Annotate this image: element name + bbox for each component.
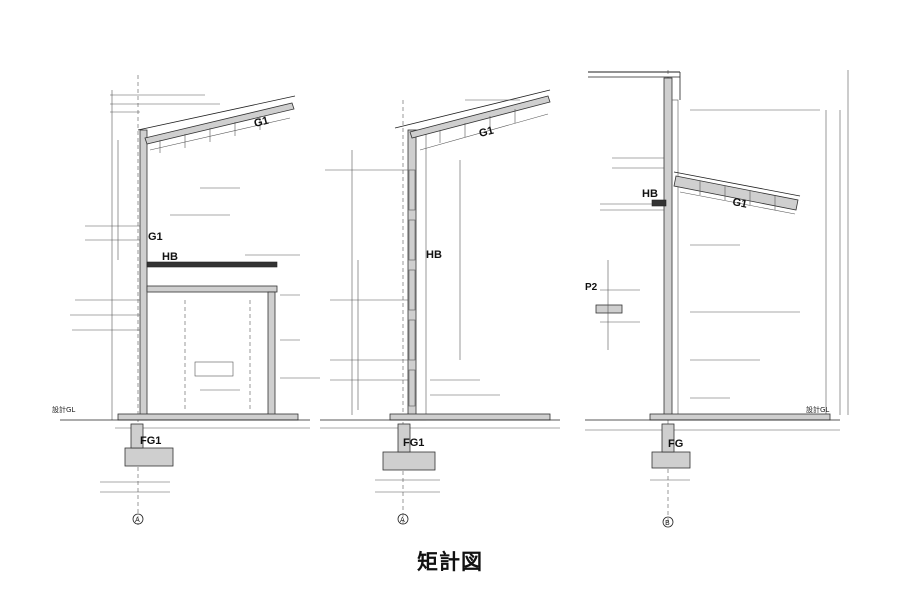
canopy-slab-c [673,175,799,211]
level-label-c: 設計GL [806,405,829,414]
section-a: G1 G1 HB FG1 A 設計GL [52,75,320,525]
roof-girder-label-a: G1 [253,115,270,130]
footing-a [124,447,174,467]
hbeam-label-b: HB [426,249,442,261]
axis-bubble-a [132,513,144,525]
hbeam-a [146,261,278,268]
footing-b [382,451,436,471]
wall-column-a [139,129,148,421]
footing-label-b: FG1 [403,437,424,449]
drawing-caption: 矩計図 [417,550,483,574]
axis-label-c: B [665,519,670,527]
hbeam-label-c: HB [642,188,658,200]
purlin-detail-c [595,304,623,314]
footing-label-c: FG [668,438,683,450]
floor-slab-a [117,413,299,421]
roof-girder-label-b: G1 [478,125,495,140]
ceiling-beam-a [146,285,278,293]
footing-label-a: FG1 [140,435,161,447]
section-c: G1 HB P2 FG B 設計GL [585,70,849,528]
purlin-label-c: P2 [585,282,598,293]
wall-column-c [663,77,673,419]
hbeam-c [651,199,667,207]
roof-slab-a [144,102,295,145]
section-b: G1 HB FG1 A [320,89,560,525]
floor-slab-b [389,413,551,421]
roof-slab-b [409,95,551,139]
axis-bubble-c [662,516,674,528]
axis-label-b: A [400,516,405,524]
girder-label-a: G1 [148,231,163,243]
axis-bubble-b [397,513,409,525]
room-a [146,291,273,415]
label-box-a [194,361,234,377]
canopy-girder-label-c: G1 [731,196,748,211]
axis-label-a: A [135,516,140,524]
floor-slab-c [649,413,831,421]
hbeam-label-a: HB [162,251,178,263]
footing-c [651,451,691,469]
level-label-a: 設計GL [52,405,75,414]
